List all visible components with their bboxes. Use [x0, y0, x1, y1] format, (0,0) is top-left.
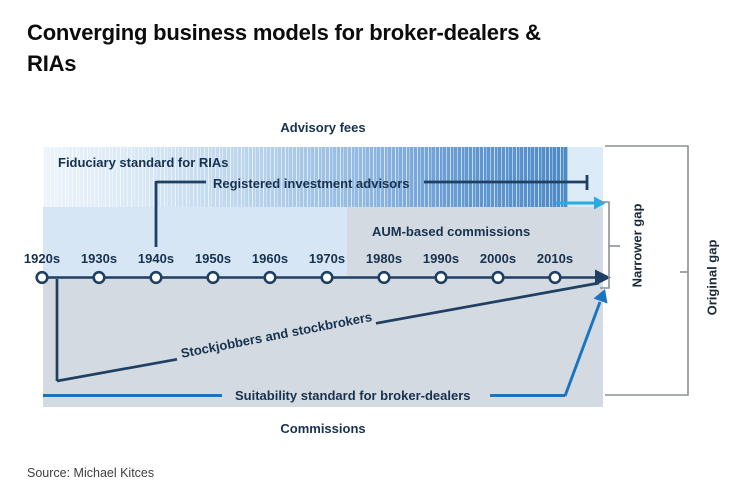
ria-connector-line — [154, 175, 589, 247]
aum-zone — [347, 207, 603, 277]
suitability-line — [43, 289, 608, 397]
decade-dot — [263, 270, 277, 285]
decade-dot — [434, 270, 448, 285]
decade-label: 1990s — [422, 251, 460, 266]
decade-label: 1980s — [365, 251, 403, 266]
decade-dot — [149, 270, 163, 285]
narrower-gap-bracket — [600, 201, 620, 289]
decade-dot — [491, 270, 505, 285]
decade-label: 1960s — [251, 251, 289, 266]
decade-label: 1940s — [137, 251, 175, 266]
fiduciary-standard-label: Fiduciary standard for RIAs — [58, 155, 229, 170]
decade-dot — [548, 270, 562, 285]
timeline-axis — [42, 269, 611, 286]
decade-label: 1930s — [80, 251, 118, 266]
decade-label: 1920s — [23, 251, 61, 266]
decade-label: 1950s — [194, 251, 232, 266]
pale-blue-column — [568, 147, 603, 207]
ria-label: Registered investment advisors — [213, 176, 410, 191]
timeline-dots — [35, 270, 562, 285]
suitability-label: Suitability standard for broker-dealers — [235, 388, 471, 403]
decade-label: 2010s — [536, 251, 574, 266]
fiduciary-gradient-band — [43, 147, 568, 207]
decade-dot — [35, 270, 49, 285]
decade-dot — [377, 270, 391, 285]
page-title: Converging business models for broker-de… — [27, 20, 541, 76]
decade-label: 2000s — [479, 251, 517, 266]
original-gap-bracket — [605, 145, 689, 396]
decade-dot — [92, 270, 106, 285]
advisory-zone — [43, 207, 347, 277]
aum-label: AUM-based commissions — [372, 224, 531, 239]
advisory-fees-label: Advisory fees — [280, 120, 366, 135]
source-credit: Source: Michael Kitces — [27, 466, 155, 480]
decade-dot — [206, 270, 220, 285]
commissions-label: Commissions — [280, 421, 366, 436]
cyan-arrow — [556, 196, 606, 210]
decade-dot — [320, 270, 334, 285]
stockbroker-diagonal-line — [55, 279, 600, 383]
decade-label: 1970s — [308, 251, 346, 266]
